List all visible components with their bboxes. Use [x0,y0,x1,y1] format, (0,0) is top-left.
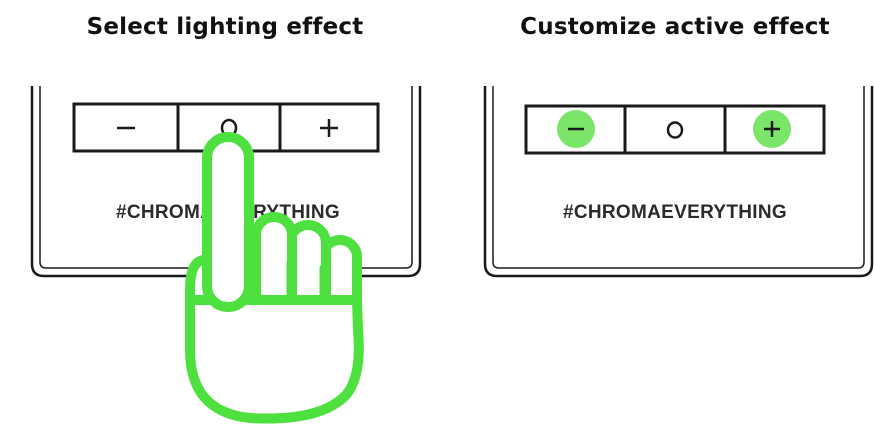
device-body-right [483,86,874,278]
device-inner-edge-right [492,86,865,269]
button-panel-left [72,102,380,153]
button-panel-right [524,104,826,155]
palm [185,295,364,424]
device-left: #CHROMAEVERYTHING [30,86,422,278]
pointing-hand-icon [185,132,364,424]
index-finger [202,132,254,312]
device-right: #CHROMAEVERYTHING [483,86,874,278]
center-button-right[interactable] [623,104,727,155]
panel-title-select-lighting: Select lighting effect [86,14,364,40]
device-label-right: #CHROMAEVERYTHING [563,202,787,223]
circle-icon [666,121,684,139]
panel-title-customize-effect: Customize active effect [520,14,830,40]
